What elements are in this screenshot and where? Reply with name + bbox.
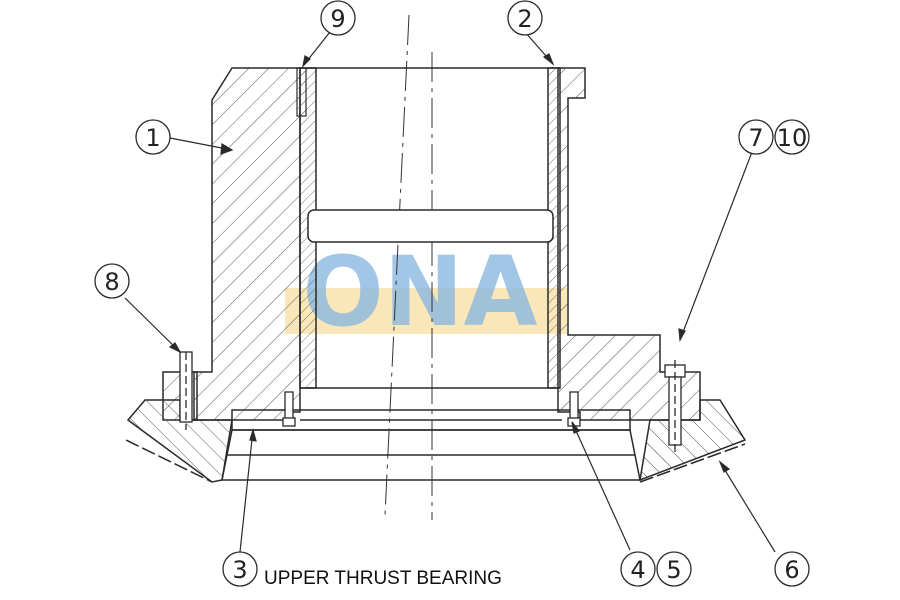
leader-7 bbox=[679, 151, 753, 341]
dowel-pin-part-8 bbox=[179, 351, 193, 423]
leader-45 bbox=[571, 421, 631, 551]
balloon-2-label: 2 bbox=[517, 5, 532, 33]
watermark-band bbox=[285, 288, 567, 334]
bore-liner-part-2 bbox=[299, 67, 561, 389]
watermark-logo-text: ONA bbox=[303, 236, 538, 348]
balloon-6-circle bbox=[774, 551, 810, 587]
balloon-9-label: 9 bbox=[330, 5, 345, 33]
base-plate-left bbox=[126, 399, 233, 483]
balloon-labels: 1 2 9 7 10 8 3 4 5 6 bbox=[104, 5, 807, 584]
leader-6 bbox=[719, 461, 776, 553]
balloon-7-label: 7 bbox=[748, 124, 763, 152]
base-plate-right bbox=[639, 399, 747, 482]
base-plate-part-6 bbox=[125, 399, 747, 483]
balloon-8-label: 8 bbox=[104, 268, 119, 296]
balloon-9-circle bbox=[320, 0, 356, 36]
centerlines bbox=[384, 14, 433, 520]
screw-left-nut bbox=[282, 417, 296, 427]
balloon-3-label: 3 bbox=[232, 556, 247, 584]
balloon-10-label: 10 bbox=[777, 124, 808, 152]
balloon-1-circle bbox=[135, 119, 171, 155]
balloon-5-label: 5 bbox=[666, 556, 681, 584]
balloon-3-circle bbox=[222, 551, 258, 587]
key-part-9 bbox=[296, 67, 307, 117]
base-plate-right-dash bbox=[639, 443, 746, 483]
housing-left-wall bbox=[193, 67, 301, 421]
balloon-5-circle bbox=[656, 551, 692, 587]
bore-groove-ring bbox=[307, 209, 554, 243]
bolts bbox=[179, 351, 686, 455]
balloon-8-circle bbox=[94, 263, 130, 299]
balloon-4-label: 4 bbox=[630, 556, 645, 584]
centerline-main bbox=[384, 14, 410, 516]
balloon-2-circle bbox=[507, 0, 543, 36]
leader-3 bbox=[239, 429, 254, 553]
leader-lines bbox=[124, 31, 776, 553]
balloons bbox=[94, 0, 810, 587]
balloon-7-circle bbox=[738, 119, 774, 155]
drawing-title: UPPER THRUST BEARING bbox=[264, 568, 502, 589]
balloon-4-circle bbox=[620, 551, 656, 587]
balloon-1-label: 1 bbox=[145, 124, 160, 152]
balloon-10-circle bbox=[774, 119, 810, 155]
base-plate-left-dash bbox=[125, 439, 213, 483]
balloon-6-label: 6 bbox=[784, 556, 799, 584]
ona-watermark: ONA bbox=[285, 236, 567, 348]
leader-8 bbox=[124, 297, 181, 353]
